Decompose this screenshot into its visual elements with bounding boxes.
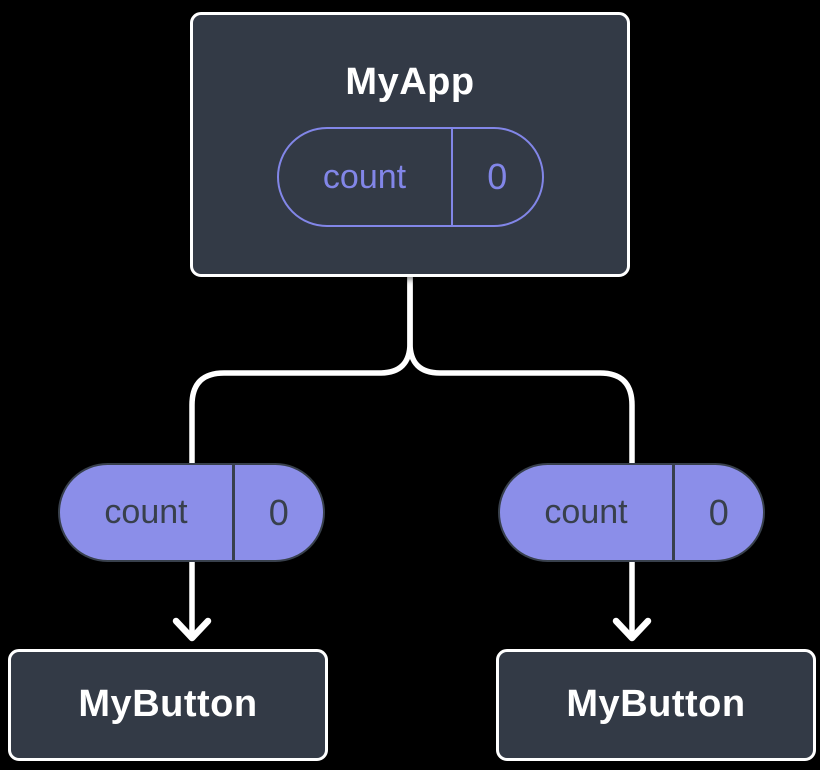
node-mybutton-title: MyButton [78,683,258,726]
state-pill-name: count [322,157,407,196]
prop-pill-left-count: count 0 [58,463,325,562]
node-myapp-title: MyApp [345,60,475,103]
prop-pill-name: count [544,493,628,531]
state-pill-value: 0 [487,156,508,198]
node-myapp: MyApp count 0 [190,12,630,277]
arrowhead-down-icon [172,617,212,642]
prop-pill-value: 0 [268,491,289,533]
arrowhead-down-icon [612,617,652,642]
prop-pill-name: count [104,493,188,531]
node-mybutton-title: MyButton [566,683,746,726]
prop-pill-divider [672,465,675,560]
arrow-right-prop-to-button [612,554,652,642]
arrow-left-prop-to-button [172,554,212,642]
connector-root-to-right-prop [407,274,635,471]
node-mybutton-left: MyButton [8,649,328,761]
state-pill-divider [450,129,453,226]
prop-pill-value: 0 [708,491,729,533]
connector-root-to-left-prop [189,274,413,471]
prop-pill-right-count: count 0 [498,463,765,562]
state-pill-myapp-count: count 0 [276,127,544,228]
node-mybutton-right: MyButton [496,649,816,761]
prop-pill-divider [232,465,235,560]
